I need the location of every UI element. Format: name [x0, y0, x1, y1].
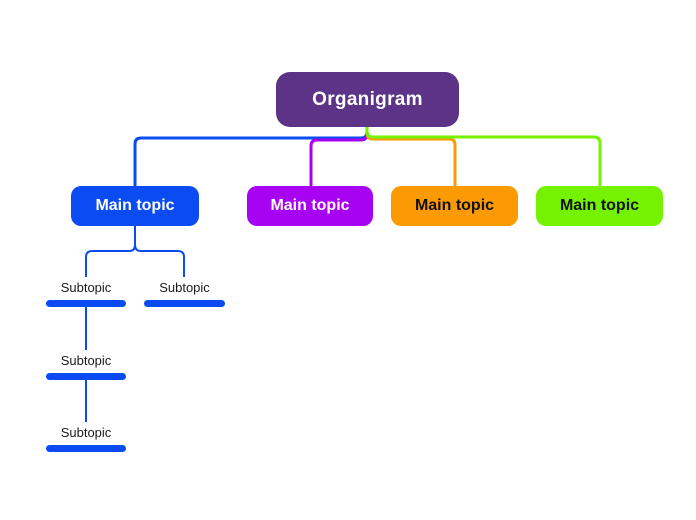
- subtopic-underline-bar: [144, 300, 225, 307]
- main-topic-node-4[interactable]: Main topic: [536, 186, 663, 226]
- subtopic-underline-bar: [46, 373, 126, 380]
- main-topic-node-2[interactable]: Main topic: [247, 186, 373, 226]
- connector-root-to-main-topic-2: [309, 127, 369, 187]
- main-topic-label: Main topic: [414, 197, 495, 214]
- subtopic-node-3[interactable]: Subtopic: [46, 353, 126, 380]
- subtopic-underline-bar: [46, 300, 126, 307]
- main-topic-label: Main topic: [270, 197, 350, 214]
- main-topic-node-1[interactable]: Main topic: [71, 186, 199, 226]
- subtopic-label: Subtopic: [60, 353, 112, 368]
- main-topic-label: Main topic: [559, 197, 640, 214]
- subtopic-node-2[interactable]: Subtopic: [144, 280, 225, 307]
- main-topic-label: Main topic: [95, 197, 175, 214]
- subtopic-underline-bar: [46, 445, 126, 452]
- subtopic-label: Subtopic: [60, 280, 112, 295]
- main-topic-node-3[interactable]: Main topic: [391, 186, 518, 226]
- connector-main-topic-1-to-subtopic-2: [134, 244, 185, 277]
- subtopic-node-1[interactable]: Subtopic: [46, 280, 126, 307]
- subtopic-label: Subtopic: [60, 425, 112, 440]
- connector-root-to-main-topic-4: [365, 127, 602, 187]
- subtopic-label: Subtopic: [159, 280, 210, 295]
- root-node[interactable]: Organigram: [276, 72, 459, 127]
- subtopic-node-4[interactable]: Subtopic: [46, 425, 126, 452]
- root-node-label: Organigram: [312, 88, 423, 110]
- connector-root-to-main-topic-1: [133, 127, 369, 187]
- connector-main-topic-1-to-subtopic-1: [85, 226, 136, 277]
